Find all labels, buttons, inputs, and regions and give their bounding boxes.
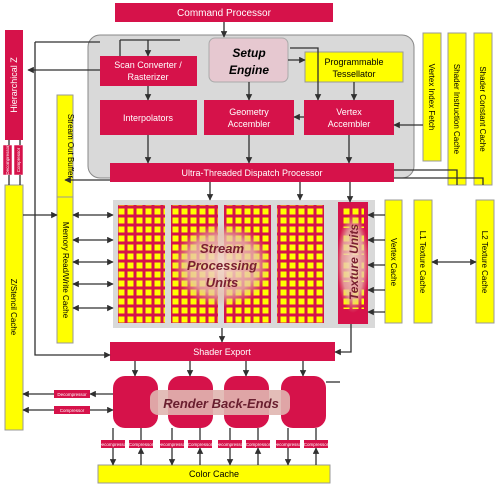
bottom-decompressor-1 [101, 440, 125, 448]
hz-decompressor-label: Decompressor [5, 145, 10, 175]
ultra-threaded-dispatch-label: Ultra-Threaded Dispatch Processor [181, 168, 322, 178]
hz-compressor-block [13, 144, 24, 176]
texture-units-label: Texture Units [347, 224, 361, 301]
bottom-decompressor-4-label: Decompressor [273, 442, 303, 447]
z-stencil-cache-block [4, 184, 24, 431]
bottom-decompressor-3 [218, 440, 242, 448]
memory-read-write-cache-label: Memory Read/Write Cache [61, 222, 70, 319]
render-back-ends-label: Render Back-Ends [163, 396, 279, 411]
scan-converter-label-2: Rasterizer [127, 72, 168, 82]
programmable-tessellator-block [304, 51, 404, 83]
z-decompressor-block [54, 390, 90, 398]
bottom-decompressor-4 [276, 440, 300, 448]
bottom-compressor-4-label: Compressor [304, 442, 329, 447]
z-stencil-cache-label: Z/Stencil Cache [9, 279, 18, 336]
simd-array-1 [118, 205, 165, 323]
render-back-end-4 [281, 376, 326, 428]
bottom-decompressor-2-label: Decompressor [157, 442, 187, 447]
vertex-cache-label: Vertex Cache [389, 238, 398, 287]
vertex-index-fetch-block [422, 32, 442, 162]
interpolators-block [100, 100, 197, 135]
simd-array-4 [277, 205, 324, 323]
vertex-assembler-label-1: Vertex [336, 107, 362, 117]
bottom-compressor-row: Decompressor Compressor Decompressor Com… [98, 440, 329, 448]
vertex-assembler-label-2: Accembler [328, 119, 371, 129]
z-decompressor-label: Decompressor [57, 392, 87, 397]
hz-decompressor-block [2, 144, 13, 176]
color-cache-label: Color Cache [189, 469, 239, 479]
vertex-cache-block [384, 199, 403, 324]
command-processor-label: Command Processor [177, 8, 272, 19]
setup-engine-label-2: Engine [229, 63, 269, 77]
texture-units-glow [337, 213, 369, 313]
render-back-ends-banner [150, 390, 290, 415]
shader-instruction-cache-label: Shader Instruction Cache [452, 64, 461, 155]
bottom-compressor-2-label: Compressor [188, 442, 213, 447]
bottom-decompressor-2 [160, 440, 184, 448]
vertex-assembler-block [304, 100, 394, 135]
stream-out-buffer-label: Stream Out Buffer [66, 114, 75, 179]
geometry-assembler-label-2: Accembler [228, 119, 271, 129]
z-compressor-block [54, 406, 90, 414]
bottom-compressor-3 [246, 440, 270, 448]
hierarchical-z-block [5, 30, 23, 140]
bottom-decompressor-3-label: Decompressor [215, 442, 245, 447]
command-processor-block [115, 3, 333, 22]
stream-processing-glow [172, 223, 272, 307]
hierarchical-z-label: Hierarchical Z [9, 57, 19, 113]
stream-processing-label-2: Processing [187, 258, 257, 273]
l2-texture-cache-label: L2 Texture Cache [480, 231, 489, 294]
stream-processing-label-1: Stream [200, 241, 245, 256]
scan-converter-label-1: Scan Converter / [114, 60, 182, 70]
memory-read-write-cache-block [56, 196, 74, 344]
color-cache-block [97, 464, 331, 484]
programmable-tessellator-label-2: Tessellator [332, 69, 375, 79]
bottom-decompressor-1-label: Decompressor [98, 442, 128, 447]
stream-processing-label-3: Units [206, 275, 239, 290]
z-compressor-label: Compressor [60, 408, 85, 413]
shader-export-block [110, 342, 335, 361]
bottom-compressor-4 [304, 440, 328, 448]
l1-texture-cache-label: L1 Texture Cache [418, 231, 427, 294]
shader-constant-cache-label: Shader Constant Cache [478, 66, 487, 152]
programmable-tessellator-label-1: Programmable [324, 57, 383, 67]
bottom-compressor-2 [188, 440, 212, 448]
bottom-compressor-1 [129, 440, 153, 448]
connection-arrows [8, 22, 484, 466]
bottom-compressor-3-label: Compressor [246, 442, 271, 447]
hz-compressor-label: Compressor [16, 147, 21, 172]
vertex-index-fetch-label: Vertex Index Fetch [427, 64, 436, 131]
geometry-assembler-block [204, 100, 294, 135]
geometry-assembler-label-1: Geometry [229, 107, 269, 117]
interpolators-label: Interpolators [123, 113, 174, 123]
scan-converter-block [100, 56, 197, 86]
render-back-end-1 [113, 376, 158, 428]
shader-export-label: Shader Export [193, 347, 251, 357]
bottom-compressor-1-label: Compressor [129, 442, 154, 447]
setup-engine-label-1: Setup [232, 46, 265, 60]
ultra-threaded-dispatch-block [110, 163, 394, 182]
